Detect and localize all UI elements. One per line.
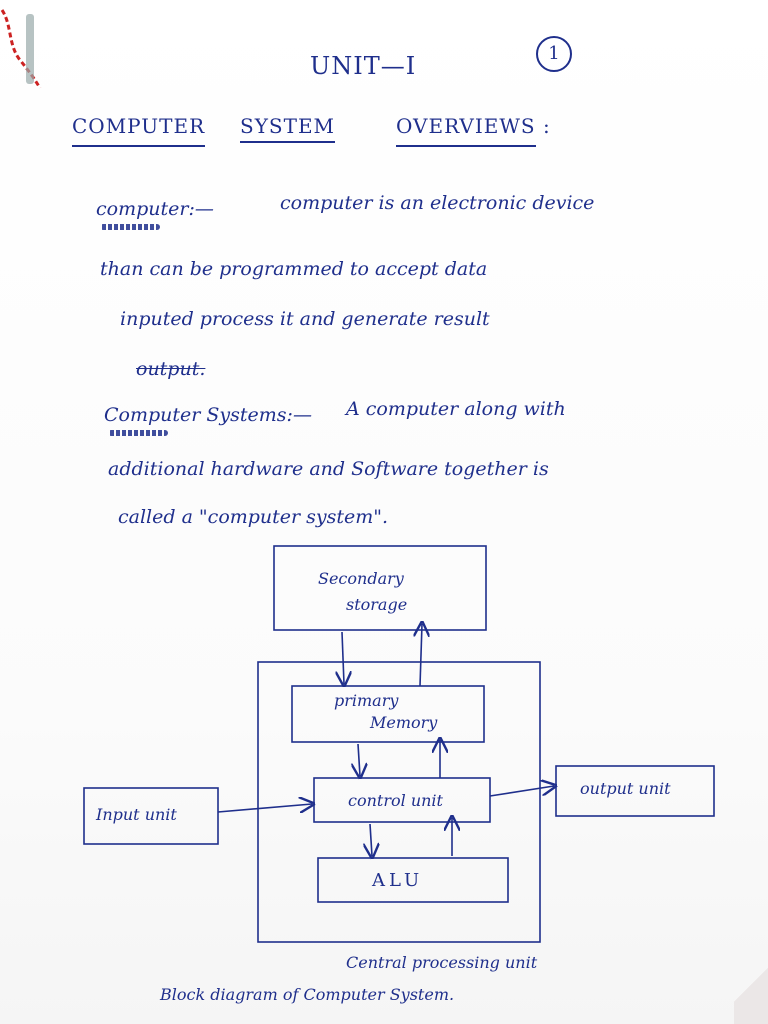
alu-box <box>317 857 509 903</box>
computer-definition-line-4: output. <box>136 358 206 380</box>
output-unit-label: output unit <box>580 779 671 798</box>
binding-thread-icon <box>0 9 42 89</box>
secondary-storage-box <box>273 545 487 631</box>
arrow-control-to-alu <box>370 823 372 856</box>
arrow-memory-to-storage <box>420 624 422 687</box>
computer-system-line-3: called a "computer system". <box>118 506 389 528</box>
primary-memory-label-2: Memory <box>369 713 438 732</box>
arrow-input-to-control <box>217 804 312 812</box>
primary-memory-label-1: primary <box>334 691 399 710</box>
computer-system-line-1: A computer along with <box>346 398 566 420</box>
control-unit-label: control unit <box>348 791 444 810</box>
input-unit-box <box>83 787 219 845</box>
arrow-memory-to-control <box>358 743 360 776</box>
arrow-control-to-output <box>489 786 554 797</box>
primary-memory-box <box>291 685 485 743</box>
computer-definition-term: computer:— <box>96 198 214 220</box>
heading-system: SYSTEM <box>240 114 336 143</box>
arrow-storage-to-memory <box>342 631 344 684</box>
heading-overviews: OVERVIEWS : <box>396 114 551 138</box>
input-unit-label: Input unit <box>95 805 177 824</box>
cpu-label: Central processing unit <box>346 953 538 972</box>
page-number: 1 <box>536 36 572 72</box>
secondary-storage-label-2: storage <box>346 595 407 614</box>
computer-system-line-2: additional hardware and Software togethe… <box>108 458 549 480</box>
computer-definition-line-1: computer is an electronic device <box>280 192 595 214</box>
computer-system-term: Computer Systems:— <box>104 404 312 426</box>
cpu-box <box>257 661 541 943</box>
unit-title: UNIT—I <box>310 52 417 80</box>
computer-definition-line-2: than can be programmed to accept data <box>100 258 488 280</box>
secondary-storage-label-1: Secondary <box>318 569 405 588</box>
alu-label: ALU <box>371 870 423 891</box>
page-corner <box>734 964 768 1024</box>
heading-computer: COMPUTER <box>72 114 206 138</box>
diagram-caption: Block diagram of Computer System. <box>159 985 454 1004</box>
computer-definition-line-3: inputed process it and generate result <box>120 308 490 330</box>
